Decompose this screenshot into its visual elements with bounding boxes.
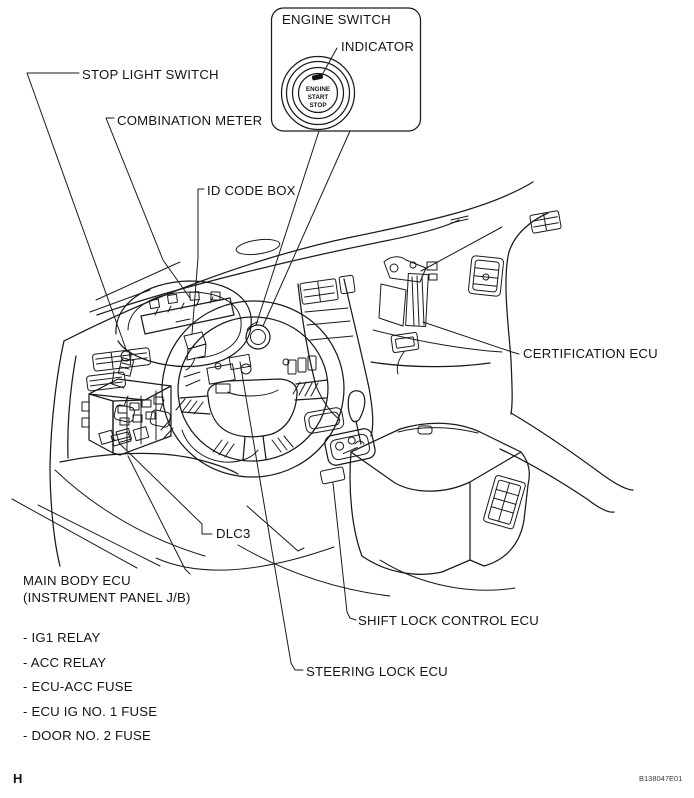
side-vent-icon [467, 255, 505, 297]
rear-vent-icon [483, 475, 526, 530]
stop-light-switch-drawing [111, 350, 135, 389]
label-indicator: INDICATOR [341, 39, 414, 54]
steering-lock-ecu-drawing [183, 353, 252, 394]
shift-lever-drawing [347, 390, 366, 445]
button-text-start: START [308, 94, 329, 101]
list-item-acc-relay: - ACC RELAY [23, 655, 106, 670]
indicator-leader-line [321, 47, 338, 76]
label-main-body-ecu-line1: MAIN BODY ECU [23, 573, 131, 588]
shift-gate-drawing [324, 428, 376, 466]
dlc3-drawing [110, 431, 132, 447]
leader-lines [26, 72, 520, 671]
pedals-drawing [113, 395, 171, 428]
certification-ecu-drawing [378, 226, 503, 375]
label-certification-ecu: CERTIFICATION ECU [523, 346, 658, 361]
figure-code: B138047E01 [639, 774, 682, 783]
page-marker: H [13, 771, 23, 786]
list-item-ecu-ig-no1-fuse: - ECU IG NO. 1 FUSE [23, 704, 157, 719]
push-start-button-icon: ENGINE START STOP [280, 55, 356, 131]
label-shift-lock-control-ecu: SHIFT LOCK CONTROL ECU [358, 613, 539, 628]
engine-switch-on-dash [245, 321, 271, 350]
label-steering-lock-ecu: STEERING LOCK ECU [306, 664, 448, 679]
passenger-side-drawing [370, 210, 562, 375]
component-list: - IG1 RELAY - ACC RELAY - ECU-ACC FUSE -… [23, 630, 157, 743]
button-text-engine: ENGINE [306, 86, 330, 93]
main-body-ecu-drawing [81, 378, 172, 456]
floor-and-sill-lines [11, 395, 634, 597]
callout-labels: STOP LIGHT SWITCH COMBINATION METER ID C… [23, 67, 658, 679]
list-item-ig1-relay: - IG1 RELAY [23, 630, 100, 645]
engine-switch-callout: ENGINE SWITCH ENGINE START STOP INDICATO… [270, 7, 422, 132]
label-id-code-box: ID CODE BOX [207, 183, 296, 198]
driver-vents [86, 347, 317, 392]
label-dlc3: DLC3 [216, 526, 251, 541]
steering-wheel-drawing [160, 300, 345, 478]
label-stop-light-switch: STOP LIGHT SWITCH [82, 67, 219, 82]
list-item-ecu-acc-fuse: - ECU-ACC FUSE [23, 679, 133, 694]
dashboard-outline [49, 181, 549, 567]
list-item-door-no2-fuse: - DOOR NO. 2 FUSE [23, 728, 151, 743]
shift-lock-ecu-drawing [319, 466, 346, 485]
label-main-body-ecu-line2: (INSTRUMENT PANEL J/B) [23, 590, 191, 605]
center-stack-drawing [297, 274, 374, 437]
button-text-stop: STOP [309, 102, 326, 109]
label-combination-meter: COMBINATION METER [117, 113, 262, 128]
id-code-box-drawing [183, 331, 207, 371]
footer: H B138047E01 [13, 771, 682, 786]
label-engine-switch: ENGINE SWITCH [282, 12, 391, 27]
top-vent-icon [529, 210, 562, 234]
spoke-hatching [160, 381, 319, 458]
